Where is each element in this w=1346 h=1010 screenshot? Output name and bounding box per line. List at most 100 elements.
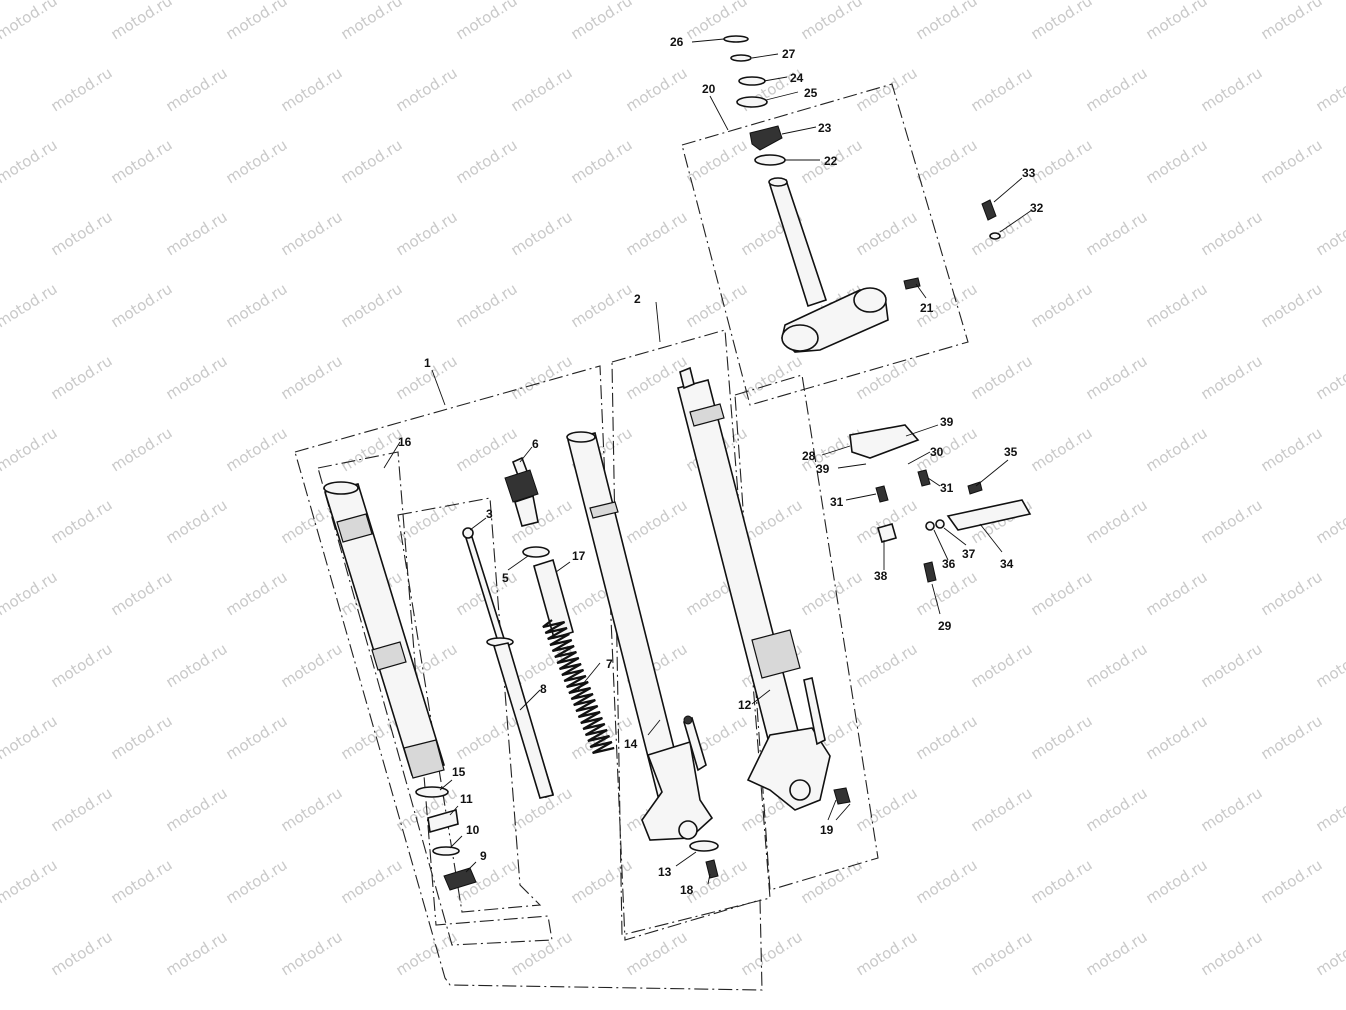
washer-part-25 <box>736 96 768 108</box>
watermark-text: motod.ru <box>1143 424 1211 476</box>
callout-31-left: 31 <box>830 495 844 509</box>
callout-5: 5 <box>502 571 509 585</box>
watermark-text: motod.ru <box>623 496 691 548</box>
outline-assembly-16 <box>317 451 553 946</box>
watermark-text: motod.ru <box>453 0 521 43</box>
watermark-text: motod.ru <box>913 712 981 764</box>
watermark-text: motod.ru <box>1258 424 1326 476</box>
callout-32: 32 <box>1030 201 1044 215</box>
watermark-text: motod.ru <box>1313 640 1346 692</box>
watermark-text: motod.ru <box>913 856 981 908</box>
watermark-text: motod.ru <box>1198 352 1266 404</box>
inner-tube-part-14 <box>566 431 714 841</box>
watermark-text: motod.ru <box>1143 712 1211 764</box>
watermark-text: motod.ru <box>1143 136 1211 188</box>
watermark-text: motod.ru <box>1198 64 1266 116</box>
callout-14: 14 <box>624 737 638 751</box>
watermark-text: motod.ru <box>48 640 116 692</box>
watermark-text: motod.ru <box>108 424 176 476</box>
watermark-text: motod.ru <box>278 208 346 260</box>
watermark-text: motod.ru <box>623 928 691 980</box>
watermark-text: motod.ru <box>223 712 291 764</box>
callout-17: 17 <box>572 549 586 563</box>
watermark-text: motod.ru <box>683 280 751 332</box>
nut-part-38 <box>877 523 897 543</box>
washer-part-24 <box>738 76 766 86</box>
watermark-text: motod.ru <box>1258 280 1326 332</box>
watermark-text: motod.ru <box>393 64 461 116</box>
callout-21: 21 <box>920 301 934 315</box>
watermark-text: motod.ru <box>1083 496 1151 548</box>
watermark-text: motod.ru <box>798 0 866 43</box>
callout-labels: 1 2 3 5 6 7 8 9 10 11 12 13 14 15 16 17 … <box>398 35 1044 897</box>
top-stack-hardware <box>723 35 786 166</box>
small-hardware <box>415 199 1032 891</box>
watermark-text: motod.ru <box>223 856 291 908</box>
watermark-text: motod.ru <box>163 208 231 260</box>
callout-8: 8 <box>540 682 547 696</box>
watermark-text: motod.ru <box>798 568 866 620</box>
watermark-text: motod.ru <box>163 928 231 980</box>
leader-lines <box>383 38 1033 885</box>
watermark-text: motod.ru <box>568 856 636 908</box>
callout-33: 33 <box>1022 166 1036 180</box>
outline-right-lower <box>734 374 879 891</box>
watermark-text: motod.ru <box>48 352 116 404</box>
callout-13: 13 <box>658 865 672 879</box>
watermark-text: motod.ru <box>393 928 461 980</box>
spring-part-7 <box>542 619 615 755</box>
callout-28: 28 <box>802 449 816 463</box>
watermark-text: motod.ru <box>968 640 1036 692</box>
watermark-text: motod.ru <box>683 856 751 908</box>
watermark-text: motod.ru <box>278 928 346 980</box>
watermark-text: motod.ru <box>508 64 576 116</box>
bolt-part-18 <box>705 859 719 879</box>
callout-7: 7 <box>606 657 613 671</box>
seal-part-22 <box>754 154 786 166</box>
callout-22: 22 <box>824 154 838 168</box>
callout-31-right: 31 <box>940 481 954 495</box>
watermark-text: motod.ru <box>163 64 231 116</box>
watermark-text: motod.ru <box>508 352 576 404</box>
watermark-text: motod.ru <box>1143 280 1211 332</box>
watermark-text: motod.ru <box>223 136 291 188</box>
bolt-part-33 <box>981 199 997 221</box>
watermark-text: motod.ru <box>568 136 636 188</box>
watermark-text: motod.ru <box>108 136 176 188</box>
watermark-text: motod.ru <box>1083 784 1151 836</box>
ring-part-10 <box>432 846 460 856</box>
callout-39-upper: 39 <box>940 415 954 429</box>
watermark-text: motod.ru <box>1198 784 1266 836</box>
watermark-text: motod.ru <box>913 0 981 43</box>
watermark-text: motod.ru <box>623 208 691 260</box>
watermark-text: motod.ru <box>163 784 231 836</box>
watermark-text: motod.ru <box>913 136 981 188</box>
cap-part-35 <box>967 481 983 495</box>
callout-1: 1 <box>424 356 431 370</box>
washer-part-5 <box>522 546 550 558</box>
watermark-text: motod.ru <box>1313 496 1346 548</box>
watermark-text: motod.ru <box>568 280 636 332</box>
watermark-text: motod.ru <box>568 0 636 43</box>
callout-34: 34 <box>1000 557 1014 571</box>
watermark-text: motod.ru <box>1198 640 1266 692</box>
watermark-text: motod.ru <box>508 928 576 980</box>
watermark-text: motod.ru <box>0 280 60 332</box>
watermark-text: motod.ru <box>1258 136 1326 188</box>
callout-30: 30 <box>930 445 944 459</box>
inner-tube-part-12 <box>677 366 831 811</box>
watermark-text: motod.ru <box>968 352 1036 404</box>
watermark-text: motod.ru <box>1313 352 1346 404</box>
watermark-text: motod.ru <box>968 784 1036 836</box>
watermark-text: motod.ru <box>163 352 231 404</box>
watermark-text: motod.ru <box>48 784 116 836</box>
outline-inner-kit <box>397 497 542 913</box>
watermark-text: motod.ru <box>223 568 291 620</box>
callout-39-lower: 39 <box>816 462 830 476</box>
watermark-text: motod.ru <box>1028 0 1096 43</box>
watermark-text: motod.ru <box>393 496 461 548</box>
damper-part-34 <box>946 499 1032 531</box>
watermark-text: motod.ru <box>1083 64 1151 116</box>
watermark-text: motod.ru <box>913 424 981 476</box>
watermark-text: motod.ru <box>108 280 176 332</box>
